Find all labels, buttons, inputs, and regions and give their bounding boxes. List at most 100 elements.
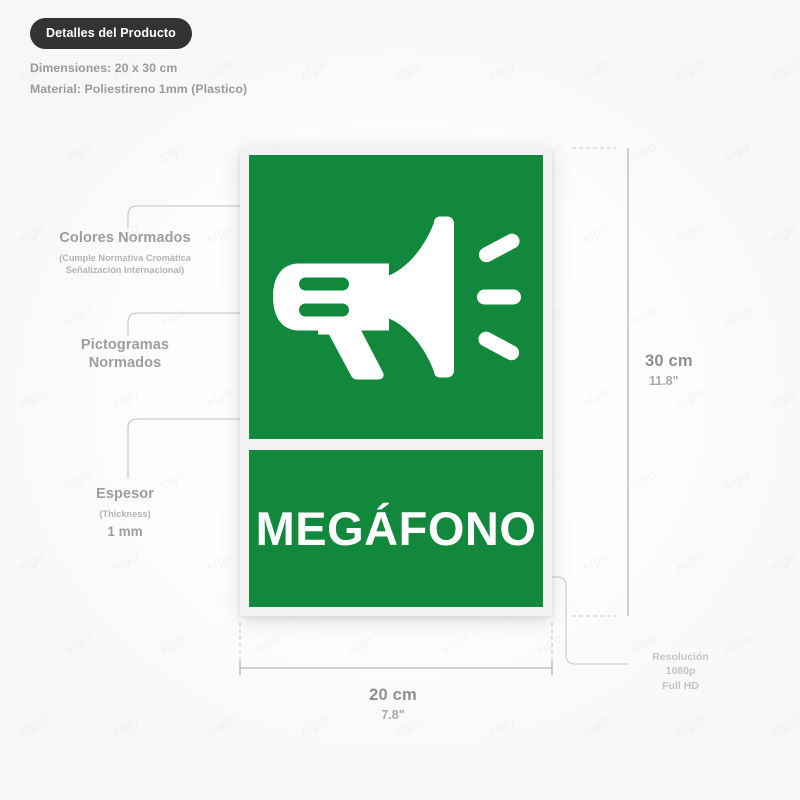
watermark-text: sigo: [0, 466, 1, 493]
watermark-text: sigo: [0, 794, 1, 800]
watermark-text: sigo: [532, 794, 564, 800]
watermark-text: sigo: [673, 56, 706, 83]
dimension-width-inches: 7.8": [381, 707, 405, 722]
watermark-text: sigo: [767, 220, 800, 247]
callout-colores-normados: Colores Normados (Cumple Normativa Cromá…: [20, 230, 230, 277]
megaphone-icon: [273, 216, 521, 380]
watermark-text: sigo: [203, 548, 236, 575]
watermark-text: sigo: [720, 138, 753, 165]
watermark-text: sigo: [626, 0, 658, 1]
watermark-text: sigo: [156, 794, 188, 800]
watermark-text: sigo: [579, 220, 612, 247]
watermark-text: sigo: [62, 630, 95, 657]
sign-pictogram-panel: [249, 155, 543, 439]
watermark-text: sigo: [203, 712, 236, 739]
dimension-height-inches: 11.8": [649, 373, 679, 388]
watermark-text: sigo: [438, 0, 470, 1]
watermark-text: sigo: [579, 56, 612, 83]
watermark-text: sigo: [250, 630, 283, 657]
watermark-text: sigo: [626, 794, 658, 800]
dimension-label-height: 30 cm 11.8": [645, 352, 693, 388]
watermark-text: sigo: [344, 0, 376, 1]
watermark-text: sigo: [626, 138, 659, 165]
watermark-text: sigo: [391, 56, 424, 83]
watermark-text: sigo: [62, 794, 94, 800]
watermark-text: sigo: [767, 712, 800, 739]
callout-colores-subtitle-line1: (Cumple Normativa Cromática: [59, 252, 191, 263]
watermark-text: sigo: [0, 630, 1, 657]
resolucion-line3: Full HD: [662, 679, 699, 692]
connector-line-espesor: [127, 418, 239, 478]
watermark-text: sigo: [720, 794, 752, 800]
resolucion-line2: 1080p: [665, 665, 696, 678]
callout-espesor-subtitle: (Thickness): [99, 508, 151, 519]
watermark-text: sigo: [673, 220, 706, 247]
resolucion-line1: Resolución: [652, 651, 709, 663]
watermark-text: sigo: [438, 794, 470, 800]
watermark-text: sigo: [767, 384, 800, 411]
callout-espesor: Espesor (Thickness) 1 mm: [20, 486, 230, 539]
spec-material: Material: Poliestireno 1mm (Plastico): [30, 82, 248, 96]
page-title-badge: Detalles del Producto: [30, 18, 192, 49]
watermark-text: sigo: [297, 56, 330, 83]
watermark-text: sigo: [720, 0, 752, 1]
watermark-text: sigo: [156, 138, 189, 165]
watermark-text: sigo: [156, 630, 189, 657]
dimension-height-cm: 30 cm: [645, 352, 693, 370]
watermark-text: sigo: [626, 302, 659, 329]
callout-colores-subtitle-line2: Señalización Internacional): [65, 265, 185, 276]
watermark-text: sigo: [62, 138, 95, 165]
watermark-text: sigo: [438, 630, 471, 657]
watermark-text: sigo: [626, 466, 659, 493]
callout-espesor-title: Espesor: [96, 486, 154, 502]
sign-text-panel: MEGÁFONO: [249, 450, 543, 607]
callout-pictogramas-title: Pictogramas Normados: [20, 337, 230, 372]
callout-pictogramas-normados: Pictogramas Normados: [20, 337, 230, 372]
sign-frame: MEGÁFONO: [240, 146, 552, 616]
sign-panel-divider: [249, 439, 543, 450]
watermark-text: sigo: [673, 384, 706, 411]
watermark-text: sigo: [15, 384, 48, 411]
watermark-text: sigo: [250, 0, 282, 1]
watermark-text: sigo: [579, 548, 612, 575]
watermark-text: sigo: [579, 712, 612, 739]
watermark-text: sigo: [673, 712, 706, 739]
callout-pictogramas-title-line2: Normados: [88, 354, 162, 371]
watermark-text: sigo: [15, 712, 48, 739]
watermark-text: sigo: [156, 0, 188, 1]
watermark-text: sigo: [156, 302, 189, 329]
callout-colores-title: Colores Normados: [59, 230, 191, 246]
sign-label: MEGÁFONO: [255, 502, 537, 555]
spec-dimensions: Dimensiones: 20 x 30 cm: [30, 61, 178, 75]
product-header: Detalles del Producto Dimensiones: 20 x …: [30, 18, 247, 96]
watermark-text: sigo: [720, 302, 753, 329]
watermark-text: sigo: [485, 712, 518, 739]
watermark-text: sigo: [109, 384, 142, 411]
watermark-text: sigo: [344, 794, 376, 800]
watermark-text: sigo: [250, 794, 282, 800]
watermark-text: sigo: [767, 548, 800, 575]
watermark-text: sigo: [767, 56, 800, 83]
dimension-width-cm: 20 cm: [369, 686, 417, 704]
watermark-text: sigo: [62, 0, 94, 1]
watermark-text: sigo: [15, 548, 48, 575]
watermark-text: sigo: [579, 384, 612, 411]
watermark-text: sigo: [109, 712, 142, 739]
watermark-text: sigo: [485, 56, 518, 83]
watermark-text: sigo: [532, 0, 564, 1]
watermark-text: sigo: [720, 466, 753, 493]
callout-espesor-value: 1 mm: [107, 524, 143, 540]
callout-colores-subtitle: (Cumple Normativa Cromática Señalización…: [20, 252, 230, 277]
dimension-label-width: 20 cm 7.8": [313, 686, 473, 722]
watermark-text: sigo: [532, 630, 565, 657]
watermark-text: sigo: [0, 138, 1, 165]
watermark-text: sigo: [344, 630, 377, 657]
watermark-text: sigo: [203, 384, 236, 411]
sign-preview: MEGÁFONO: [240, 146, 552, 616]
callout-resolucion: Resolución 1080p Full HD: [628, 650, 733, 693]
watermark-text: sigo: [62, 302, 95, 329]
watermark-text: sigo: [0, 0, 1, 1]
watermark-text: sigo: [673, 548, 706, 575]
callout-pictogramas-title-line1: Pictogramas: [80, 337, 170, 353]
